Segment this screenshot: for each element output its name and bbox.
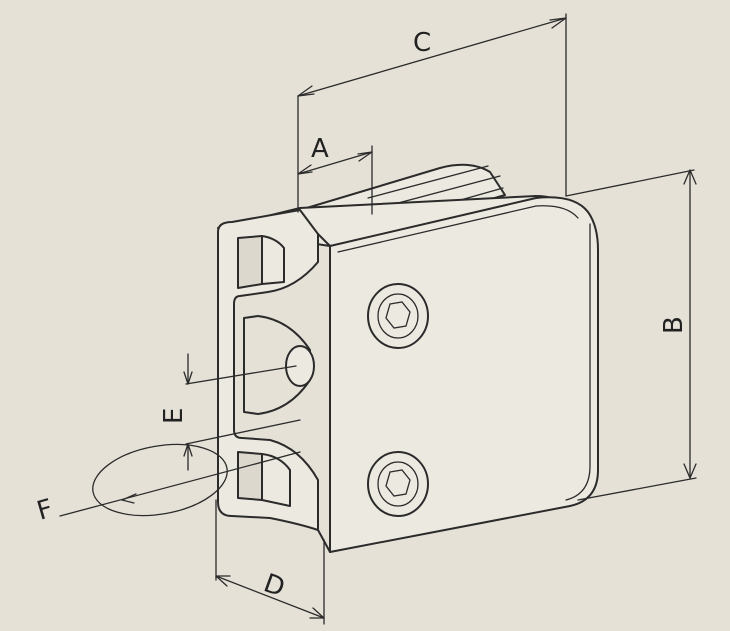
front-plate-bevel-right xyxy=(565,223,591,501)
dim-a-line xyxy=(297,151,373,175)
dim-d-arrow-left xyxy=(215,575,231,587)
profile-upper-notch xyxy=(237,235,263,289)
clamp-side-profile xyxy=(217,209,319,531)
profile-lower-notch-side xyxy=(261,453,291,507)
dim-c-line xyxy=(297,17,567,97)
dim-c-arrow-right xyxy=(549,17,567,29)
dim-e-ext-top xyxy=(185,365,297,385)
profile-lower-notch xyxy=(237,451,263,501)
profile-bore-hole xyxy=(285,345,315,387)
label-a: A xyxy=(311,134,329,164)
dim-a-arrow-right xyxy=(357,151,373,162)
hex-socket-screw-icon xyxy=(367,451,429,517)
label-b: B xyxy=(659,316,689,334)
dim-f-leader xyxy=(59,451,301,517)
label-c: C xyxy=(413,28,431,58)
dimension-e: E xyxy=(159,353,301,471)
dimension-b: B xyxy=(565,169,697,501)
dim-b-ext-bottom xyxy=(577,477,697,501)
dimension-f: F xyxy=(34,443,301,527)
dim-a-arrow-left xyxy=(297,164,313,175)
dim-c-arrow-left xyxy=(297,85,315,97)
front-plate-bevel-top xyxy=(337,205,579,253)
profile-upper-notch-side xyxy=(261,235,285,285)
dim-b-ext-top xyxy=(565,169,695,197)
clamp-slot-line-3 xyxy=(367,165,489,199)
dim-d-line xyxy=(215,575,325,619)
dim-f-arrow xyxy=(121,493,137,504)
dim-e-arrow-bottom xyxy=(183,443,193,457)
dim-b-arrow-bottom xyxy=(683,463,697,479)
dim-b-arrow-top xyxy=(683,169,697,185)
dim-e-ext-bottom xyxy=(185,419,301,445)
clamp-body xyxy=(217,163,599,553)
hex-socket-screw-icon xyxy=(367,283,429,349)
dimension-c: C xyxy=(297,13,567,213)
dimension-a: A xyxy=(297,134,373,215)
dim-f-circle xyxy=(92,443,228,517)
label-e: E xyxy=(159,408,189,424)
dim-e-arrow-top xyxy=(183,371,193,385)
dim-d-arrow-right xyxy=(309,607,325,619)
